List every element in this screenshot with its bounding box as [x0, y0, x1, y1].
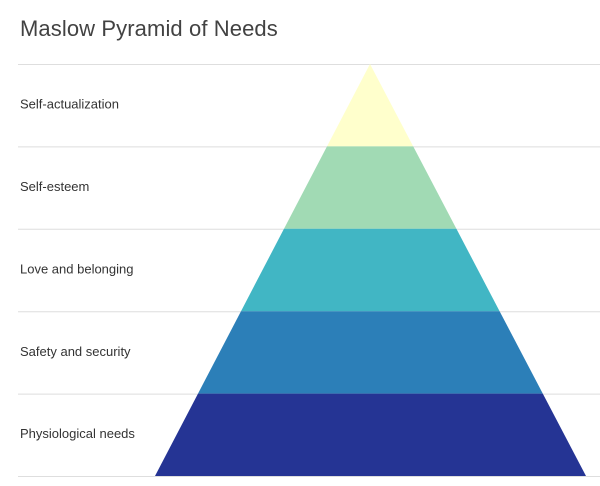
level-label: Self-actualization [20, 97, 119, 112]
level-label: Love and belonging [20, 261, 134, 276]
pyramid-segment-2 [284, 146, 457, 229]
diagram-title: Maslow Pyramid of Needs [20, 16, 278, 41]
pyramid-segment-4 [198, 311, 543, 394]
level-label: Physiological needs [20, 426, 135, 441]
pyramid-segment-5 [155, 393, 586, 476]
level-label: Self-esteem [20, 179, 89, 194]
level-label: Safety and security [20, 344, 131, 359]
pyramid-segment-1 [327, 64, 414, 147]
pyramid-segments [155, 64, 586, 476]
pyramid-segment-3 [241, 228, 500, 312]
